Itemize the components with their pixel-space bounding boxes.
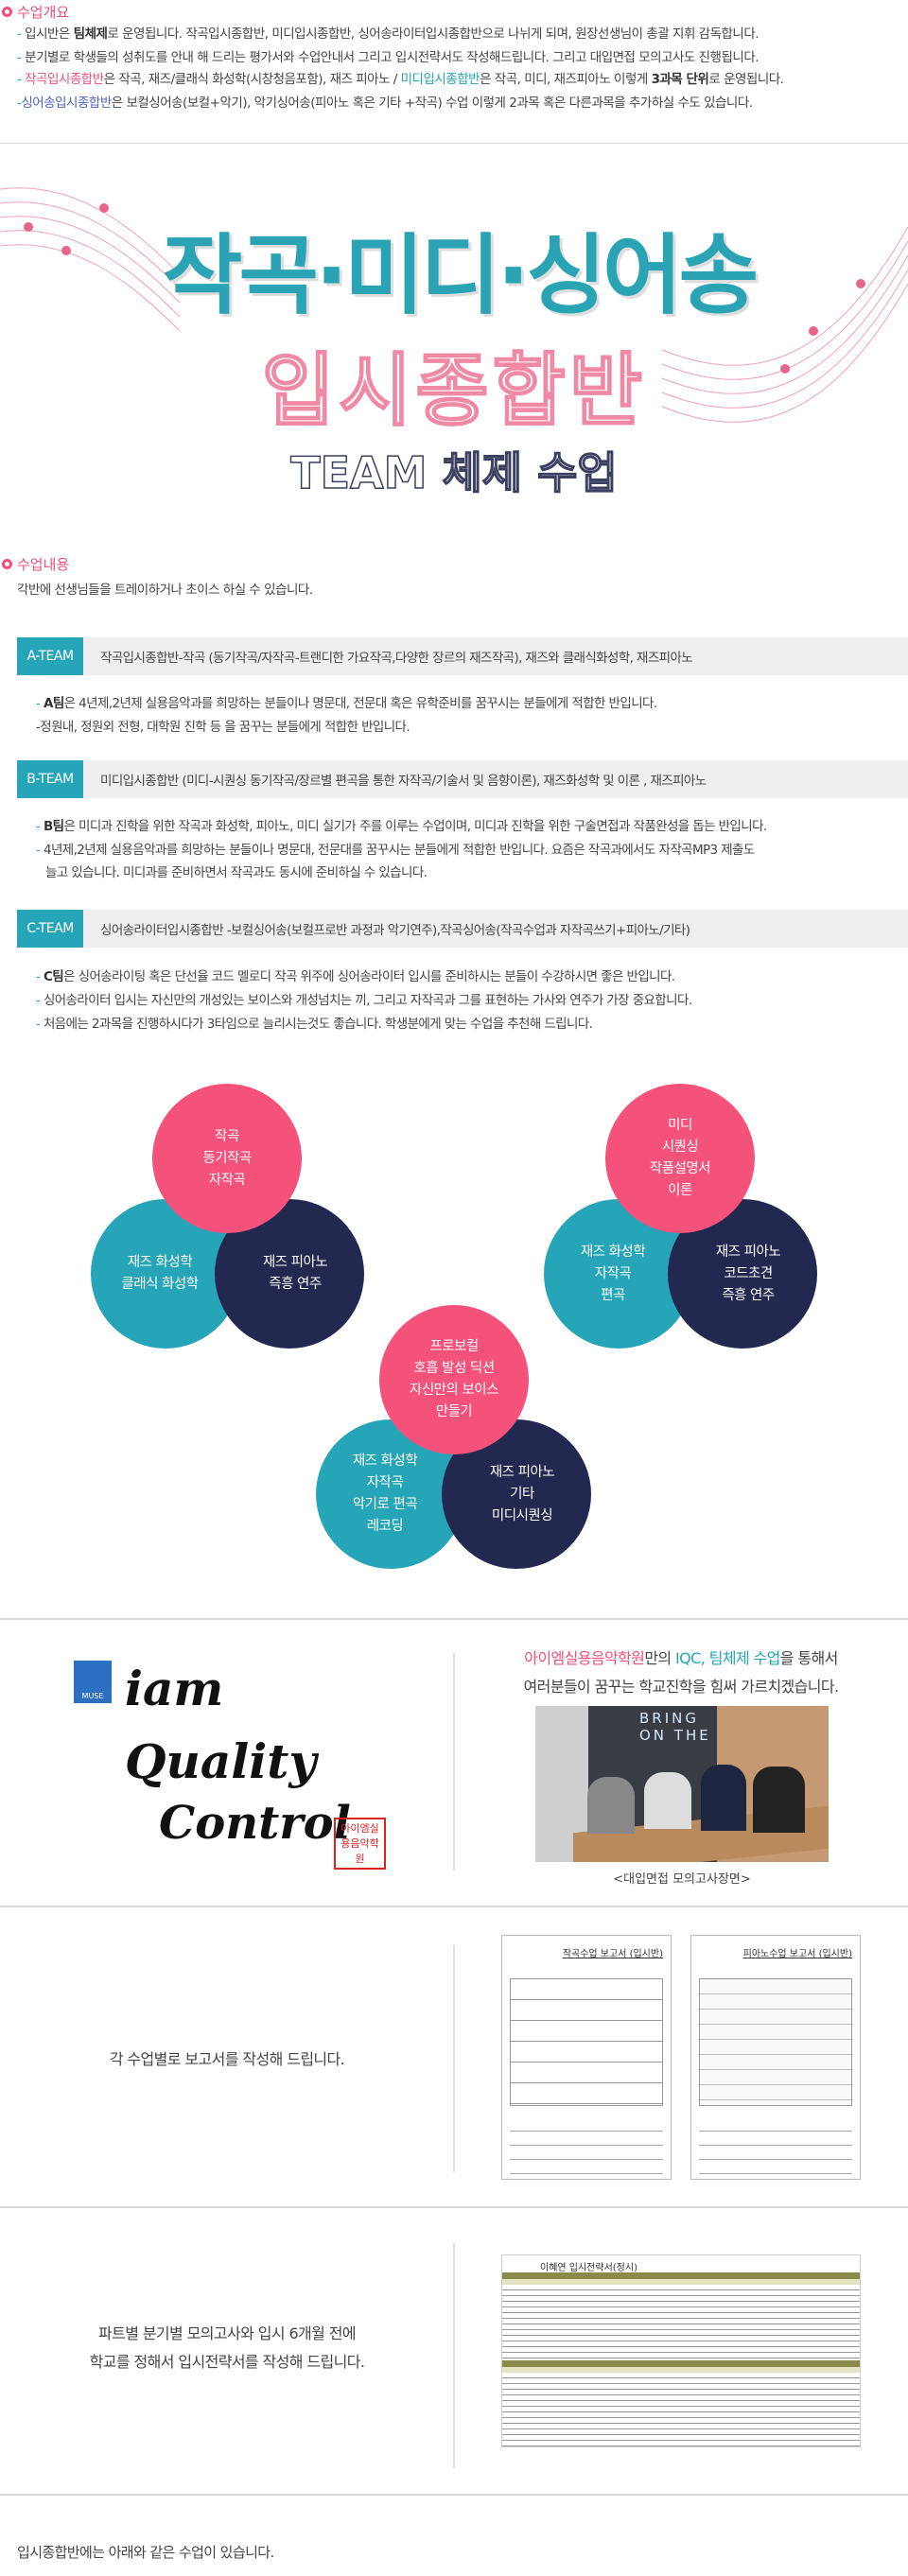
report-title: 피아노수업 보고서 (입시반) (742, 1949, 852, 1959)
circle-bullet-icon (2, 559, 12, 569)
circle-bullet-icon (2, 7, 12, 17)
footer-text: 입시종합반에는 아래와 같은 수업이 있습니다. (17, 2544, 274, 2561)
divider (0, 143, 908, 144)
strategy-doc-title: 이혜연 입시전략서(정시) (540, 2263, 637, 2273)
strategy-document-image: 이혜연 입시전략서(정시) (501, 2254, 861, 2447)
report-title: 작곡수업 보고서 (입시반) (562, 1949, 663, 1959)
logo-iam: iam (125, 1661, 224, 1716)
logo-control: Control (159, 1797, 351, 1850)
team-bullet: -정원내, 정원외 전형, 대학원 진학 등 을 꿈꾸는 분들에게 적합한 반입… (36, 720, 410, 735)
divider (0, 2206, 908, 2208)
piano-report-image: 피아노수업 보고서 (입시반) (690, 1935, 861, 2180)
team-desc: 미디입시종합반 (미디-시퀀싱 동기작곡/장르별 편곡을 통한 자작곡/기술서 … (100, 774, 707, 789)
iqc-line-1: 아이엠실용음악학원만의 IQC, 팀체제 수업을 통해서 (524, 1649, 838, 1667)
neon-sign: BRING ON THE (639, 1710, 711, 1744)
venn-a-composition: 작곡 동기작곡 자작곡 (152, 1084, 302, 1233)
music-staff-decoration-icon (0, 187, 908, 423)
banner-subtitle: 입시종합반 (261, 344, 647, 437)
strategy-line-2: 학교를 정해서 입시전략서를 작성해 드립니다. (89, 2353, 365, 2371)
venn-a-piano: 재즈 피아노 즉흥 연주 (215, 1199, 364, 1349)
b-team-bar: B-TEAM 미디입시종합반 (미디-시퀀싱 동기작곡/장르별 편곡을 통한 자작… (17, 760, 908, 798)
team-desc: 싱어송라이터입시종합반 -보컬싱어송(보컬프로반 과정과 악기연주),작곡싱어송… (100, 923, 690, 938)
banner-title: 작곡·미디·싱어송 (162, 225, 759, 326)
iqc-line-2: 여러분들이 꿈꾸는 학교진학을 힘써 가르치겠습니다. (523, 1678, 839, 1696)
overview-line: - 분기별로 학생들의 성취도를 안내 해 드리는 평가서와 수업안내서 그리고… (17, 50, 760, 65)
c-team-bar: C-TEAM 싱어송라이터입시종합반 -보컬싱어송(보컬프로반 과정과 악기연주)… (17, 910, 908, 948)
content-intro: 각반에 선생님들을 트레이하거나 초이스 하실 수 있습니다. (17, 583, 313, 598)
team-tag: C-TEAM (17, 910, 83, 948)
divider (0, 2494, 908, 2496)
team-bullet: - 처음에는 2과목을 진행하시다가 3타임으로 늘리시는것도 좋습니다. 학생… (36, 1017, 593, 1032)
divider (0, 1618, 908, 1620)
venn-c-vocal: 프로보컬 호흡 발성 딕션 자신만의 보이스 만들기 (379, 1305, 529, 1454)
team-bullet: - C팀은 싱어송라이팅 혹은 단선율 코드 멜로디 작곡 위주에 싱어송라이터… (36, 969, 675, 984)
composition-report-image: 작곡수업 보고서 (입시반) (501, 1935, 672, 2180)
academy-stamp: 아이엠실용음악학원 (334, 1818, 386, 1870)
person (587, 1777, 635, 1834)
banner: 작곡·미디·싱어송 입시종합반 TEAM 체제 수업 (0, 170, 908, 511)
venn-b-midi: 미디 시퀀싱 작품설명서 이론 (605, 1084, 755, 1233)
photo-caption: <대입면접 모의고사장면> (613, 1872, 751, 1887)
vertical-divider (453, 2243, 455, 2468)
vertical-divider (453, 1653, 455, 1871)
overview-line: - 작곡입시종합반은 작곡, 재즈/클래식 화성학(시창청음포함), 재즈 피아… (17, 72, 784, 87)
person (753, 1767, 805, 1833)
team-bullet: - 4년제,2년제 실용음악과를 희망하는 분들이나 명문대, 전문대를 꿈꾸시… (36, 843, 755, 858)
overview-title: 수업개요 (2, 2, 69, 22)
overview-line: -싱어송입시종합반은 보컬싱어송(보컬+악기), 악기싱어송(피아노 혹은 기타… (17, 96, 753, 111)
banner-tagline: TEAM 체제 수업 (290, 446, 619, 499)
person (644, 1772, 691, 1829)
venn-a-harmony: 재즈 화성학 클래식 화성학 (91, 1199, 240, 1349)
vertical-divider (453, 1945, 455, 2172)
content-title: 수업내용 (2, 554, 69, 574)
person (701, 1765, 746, 1831)
team-desc: 작곡입시종합반-작곡 (동기작곡/자작곡-트랜디한 가요작곡,다양한 장르의 재… (100, 651, 693, 666)
logo-quality: Quality (125, 1733, 317, 1789)
a-team-bar: A-TEAM 작곡입시종합반-작곡 (동기작곡/자작곡-트랜디한 가요작곡,다양한… (17, 637, 908, 675)
divider (0, 1906, 908, 1907)
team-bullet: - B팀은 미디과 진학을 위한 작곡과 화성학, 피아노, 미디 실기가 주를… (36, 819, 767, 834)
strategy-line-1: 파트별 분기별 모의고사와 입시 6개월 전에 (97, 2324, 357, 2342)
team-tag: A-TEAM (17, 637, 83, 675)
reports-text: 각 수업별로 보고서를 작성해 드립니다. (109, 2050, 345, 2068)
team-bullet: - 싱어송라이터 입시는 자신만의 개성있는 보이스와 개성넘치는 끼, 그리고… (36, 993, 692, 1008)
iam-muse-logo: MUSE (74, 1661, 112, 1703)
venn-c-harmony: 재즈 화성학 자작곡 악기로 편곡 레코딩 (316, 1419, 465, 1569)
mock-interview-photo: BRING ON THE (535, 1706, 829, 1862)
team-tag: B-TEAM (17, 760, 83, 798)
team-bullet: 늘고 있습니다. 미디과를 준비하면서 작곡과도 동시에 준비하실 수 있습니다… (45, 865, 428, 880)
team-bullet: - A팀은 4년제,2년제 실용음악과를 희망하는 분들이나 명문대, 전문대 … (36, 696, 657, 711)
overview-line: - 입시반은 팀체제로 운영됩니다. 작곡입시종합반, 미디입시종합반, 싱어송… (17, 26, 760, 42)
